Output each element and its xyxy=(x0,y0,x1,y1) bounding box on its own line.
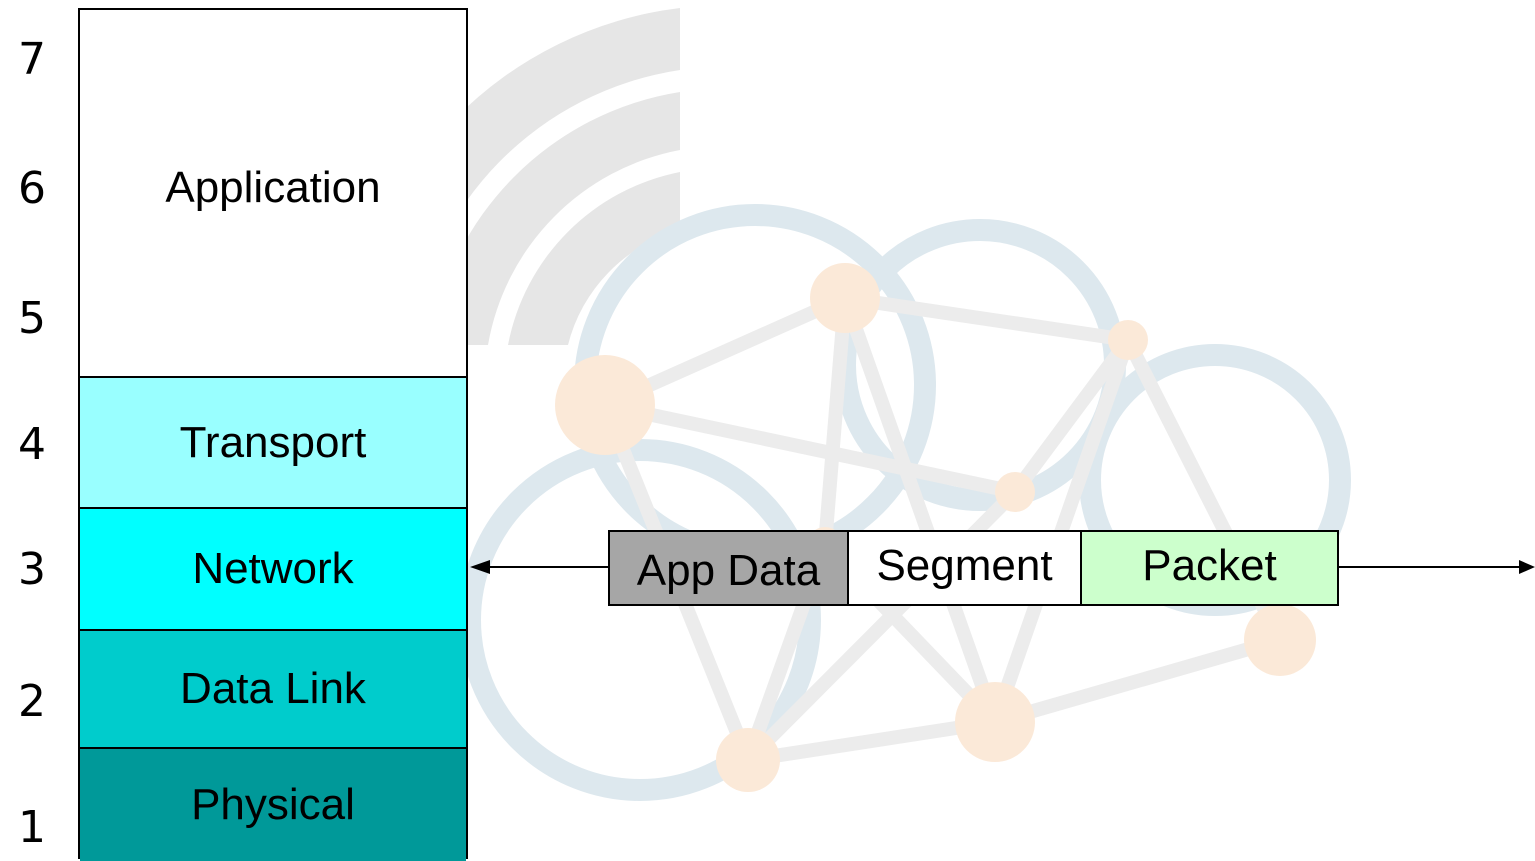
pdu-app-data: App Data xyxy=(608,530,849,606)
layer-network: Network xyxy=(80,509,466,631)
layer-network-label: Network xyxy=(192,544,354,593)
layer-number-2: 2 xyxy=(18,676,46,727)
pdu-packet-label: Packet xyxy=(1142,541,1277,590)
layer-number-5: 5 xyxy=(18,293,46,344)
layer-data-link: Data Link xyxy=(80,631,466,749)
layer-application: Application xyxy=(80,10,466,378)
layer-transport-label: Transport xyxy=(179,417,367,467)
pdu-segment-label: Segment xyxy=(876,541,1053,590)
pdu-app-data-label: App Data xyxy=(636,546,821,595)
osi-layer-stack: Application Transport Network Data Link … xyxy=(78,8,468,861)
layer-physical: Physical xyxy=(80,749,466,861)
layer-number-1: 1 xyxy=(18,802,46,853)
layer-application-label: Application xyxy=(165,163,381,212)
pdu-packet: Packet xyxy=(1080,530,1339,606)
pdu-segment: Segment xyxy=(847,530,1082,606)
cloud-network-icon xyxy=(459,204,1351,801)
layer-number-4: 4 xyxy=(18,419,46,470)
layer-transport: Transport xyxy=(80,378,466,509)
layer-data-link-label: Data Link xyxy=(180,664,366,713)
layer-number-7: 7 xyxy=(18,34,46,85)
layer-physical-label: Physical xyxy=(191,780,355,829)
layer-number-6: 6 xyxy=(18,163,46,214)
layer-number-3: 3 xyxy=(18,544,46,595)
